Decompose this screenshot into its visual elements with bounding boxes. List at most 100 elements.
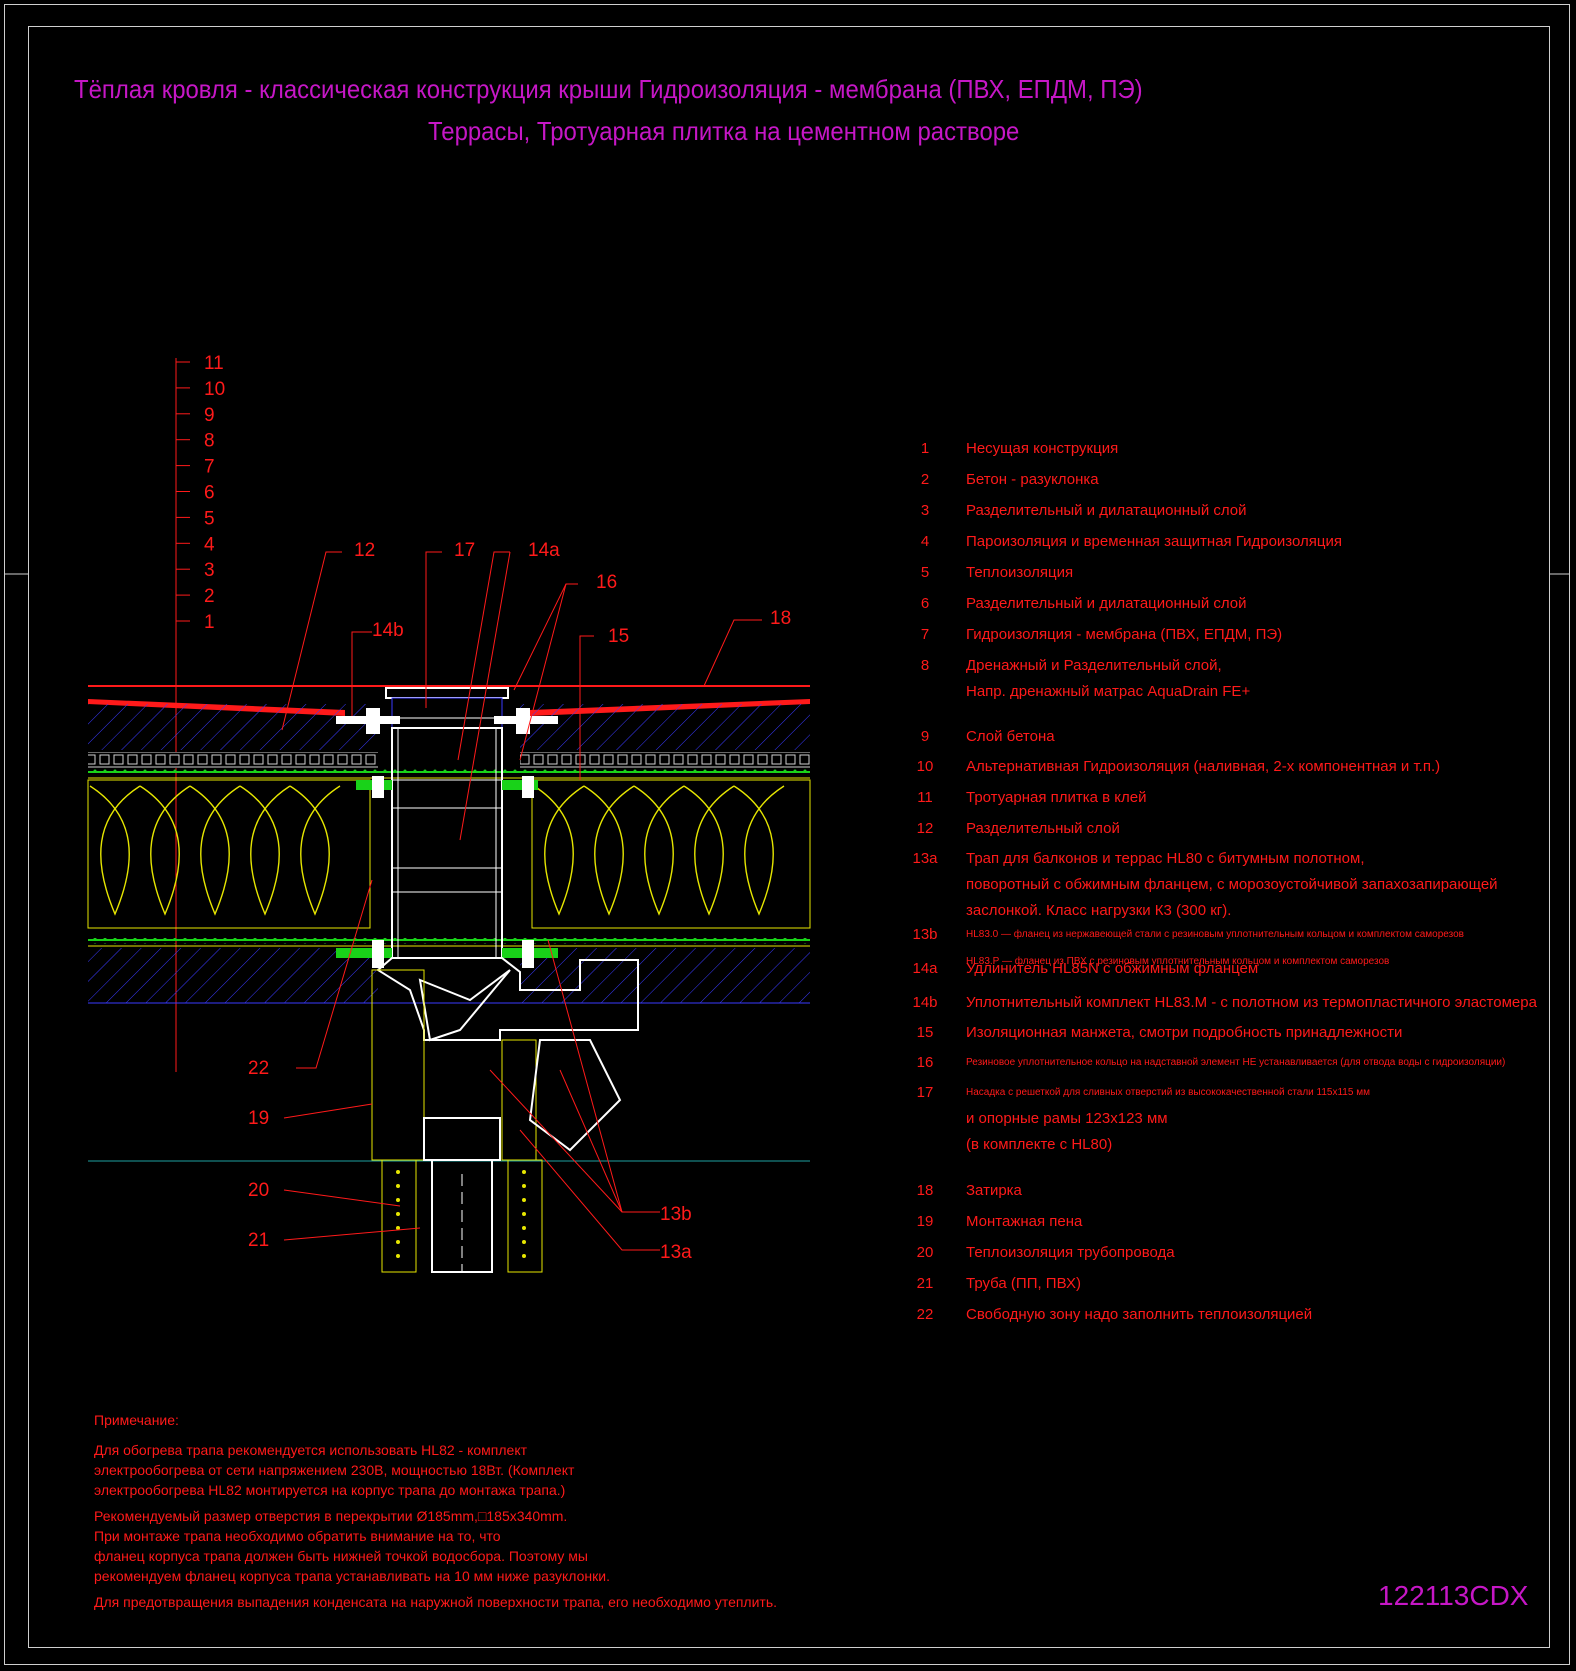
legend-number: 6 xyxy=(920,595,930,612)
legend-text: поворотный с обжимным фланцем, с морозоу… xyxy=(966,876,1498,893)
legend-number: 2 xyxy=(920,471,930,488)
legend-number: 14a xyxy=(912,960,938,977)
scale-label-2: 2 xyxy=(204,586,215,607)
legend-number: 16 xyxy=(916,1054,934,1071)
legend-text: Удлинитель HL85N с обжимным фланцем xyxy=(966,960,1259,977)
scale-label-4: 4 xyxy=(204,534,215,555)
pipe-insulation-dot xyxy=(396,1198,400,1202)
pipe-insulation-dot xyxy=(396,1212,400,1216)
insulation-loop xyxy=(189,785,241,916)
legend-text: Насадка с решеткой для сливных отверстий… xyxy=(966,1087,1370,1098)
legend-number: 10 xyxy=(916,758,934,775)
legend-text: (в комплекте с HL80) xyxy=(966,1136,1113,1153)
note-line: При монтаже трапа необходимо обратить вн… xyxy=(94,1528,501,1544)
legend-number: 4 xyxy=(920,533,930,550)
callout-22: 22 xyxy=(248,1058,269,1079)
legend-number: 13b xyxy=(912,926,938,943)
callout-13a: 13a xyxy=(660,1242,692,1263)
legend-text: Несущая конструкция xyxy=(966,440,1119,457)
scale-label-3: 3 xyxy=(204,560,215,581)
callout-15: 15 xyxy=(608,626,629,647)
legend-number: 3 xyxy=(920,502,930,519)
legend-number: 22 xyxy=(916,1306,934,1323)
legend-text: Изоляционная манжета, смотри подробность… xyxy=(966,1024,1403,1041)
legend-text: Свободную зону надо заполнить теплоизоля… xyxy=(966,1306,1313,1323)
legend-number: 5 xyxy=(920,564,930,581)
legend-number: 9 xyxy=(920,728,930,745)
legend-text: Теплоизоляция трубопровода xyxy=(966,1244,1175,1261)
drawing-outer-frame xyxy=(4,4,1570,1665)
legend-text: HL83.P — фланец из ПВХ с резиновым уплот… xyxy=(966,956,1390,967)
callout-14b: 14b xyxy=(372,620,404,641)
scale-label-11: 11 xyxy=(204,353,224,374)
insulation-loop xyxy=(533,785,585,916)
callout-13b: 13b xyxy=(660,1204,692,1225)
legend-number: 11 xyxy=(917,789,933,806)
legend-text: Теплоизоляция xyxy=(966,564,1074,581)
legend-number: 19 xyxy=(916,1213,934,1230)
legend-text: Напр. дренажный матрас AquaDrain FE+ xyxy=(966,683,1251,700)
insulation-loop xyxy=(89,785,141,916)
pipe-insulation-dot xyxy=(396,1184,400,1188)
pipe-insulation-dot xyxy=(396,1254,400,1258)
note-paragraph: Для обогрева трапа рекомендуется использ… xyxy=(94,1440,777,1500)
drawing-subtitle: Террасы, Тротуарная плитка на цементном … xyxy=(428,116,1020,146)
scale-label-6: 6 xyxy=(204,483,215,504)
legend-text: HL83.0 — фланец из нержавеющей стали с р… xyxy=(966,929,1464,940)
legend-text: Разделительный и дилатационный слой xyxy=(966,595,1247,612)
scale-label-10: 10 xyxy=(204,379,225,400)
legend-text: Тротуарная плитка в клей xyxy=(966,789,1147,806)
legend-text: заслонкой. Класс нагрузки К3 (300 кг). xyxy=(966,902,1232,919)
scale-label-5: 5 xyxy=(204,508,215,529)
pipe-insulation-dot xyxy=(522,1226,526,1230)
callout-12: 12 xyxy=(354,540,375,561)
legend-text: Труба (ПП, ПВХ) xyxy=(966,1275,1081,1292)
roof-layers-left xyxy=(87,685,811,1162)
pipe-insulation-dot xyxy=(522,1170,526,1174)
pipe-insulation-dot xyxy=(522,1184,526,1188)
legend-number: 20 xyxy=(916,1244,934,1261)
notes-heading: Примечание: xyxy=(94,1412,179,1428)
legend-text: Уплотнительный комплект HL83.M - с полот… xyxy=(966,994,1537,1011)
insulation-loop xyxy=(733,785,785,916)
callout-14a: 14a xyxy=(528,540,560,561)
scale-label-7: 7 xyxy=(204,457,215,478)
drawing-inner-frame xyxy=(28,26,1550,1648)
legend-text: Трап для балконов и террас HL80 с битумн… xyxy=(966,850,1365,867)
legend-number: 13a xyxy=(912,850,938,867)
callout-21: 21 xyxy=(248,1230,269,1251)
legend-number: 7 xyxy=(920,626,930,643)
callout-18: 18 xyxy=(770,608,791,629)
legend-text: Разделительный слой xyxy=(966,820,1120,837)
scale-label-8: 8 xyxy=(204,431,215,452)
pipe-insulation-dot xyxy=(522,1212,526,1216)
insulation-loop xyxy=(633,785,685,916)
drawing-code: 122113CDX xyxy=(1378,1580,1529,1611)
insulation-loop xyxy=(139,785,191,916)
note-line: Для предотвращения выпадения конденсата … xyxy=(94,1594,778,1610)
pipe-insulation-dot xyxy=(522,1254,526,1258)
callout-19: 19 xyxy=(248,1108,269,1129)
notes: Примечание: Для обогрева трапа рекоменду… xyxy=(94,1410,777,1618)
legend-text: Альтернативная Гидроизоляция (наливная, … xyxy=(966,758,1441,775)
leader-lines xyxy=(281,551,762,1251)
legend-text: Слой бетона xyxy=(966,728,1055,745)
legend-text: Затирка xyxy=(966,1182,1022,1199)
legend-text: Резиновое уплотнительное кольцо на надст… xyxy=(966,1057,1506,1068)
legend-text: и опорные рамы 123x123 мм xyxy=(966,1110,1168,1127)
note-line: фланец корпуса трапа должен быть нижней … xyxy=(94,1548,588,1564)
legend-number: 1 xyxy=(920,440,930,457)
note-paragraph: Рекомендуемый размер отверстия в перекры… xyxy=(94,1506,777,1586)
pipe-insulation-dot xyxy=(522,1240,526,1244)
insulation-loop xyxy=(583,785,635,916)
pipe-insulation-dot xyxy=(396,1226,400,1230)
legend-text: Разделительный и дилатационный слой xyxy=(966,502,1247,519)
callout-20: 20 xyxy=(248,1180,269,1201)
callout-16: 16 xyxy=(596,572,617,593)
legend-text: Бетон - разуклонка xyxy=(966,471,1099,488)
legend-number: 17 xyxy=(916,1084,934,1101)
legend-number: 14b xyxy=(912,994,938,1011)
legend-text: Монтажная пена xyxy=(966,1213,1083,1230)
